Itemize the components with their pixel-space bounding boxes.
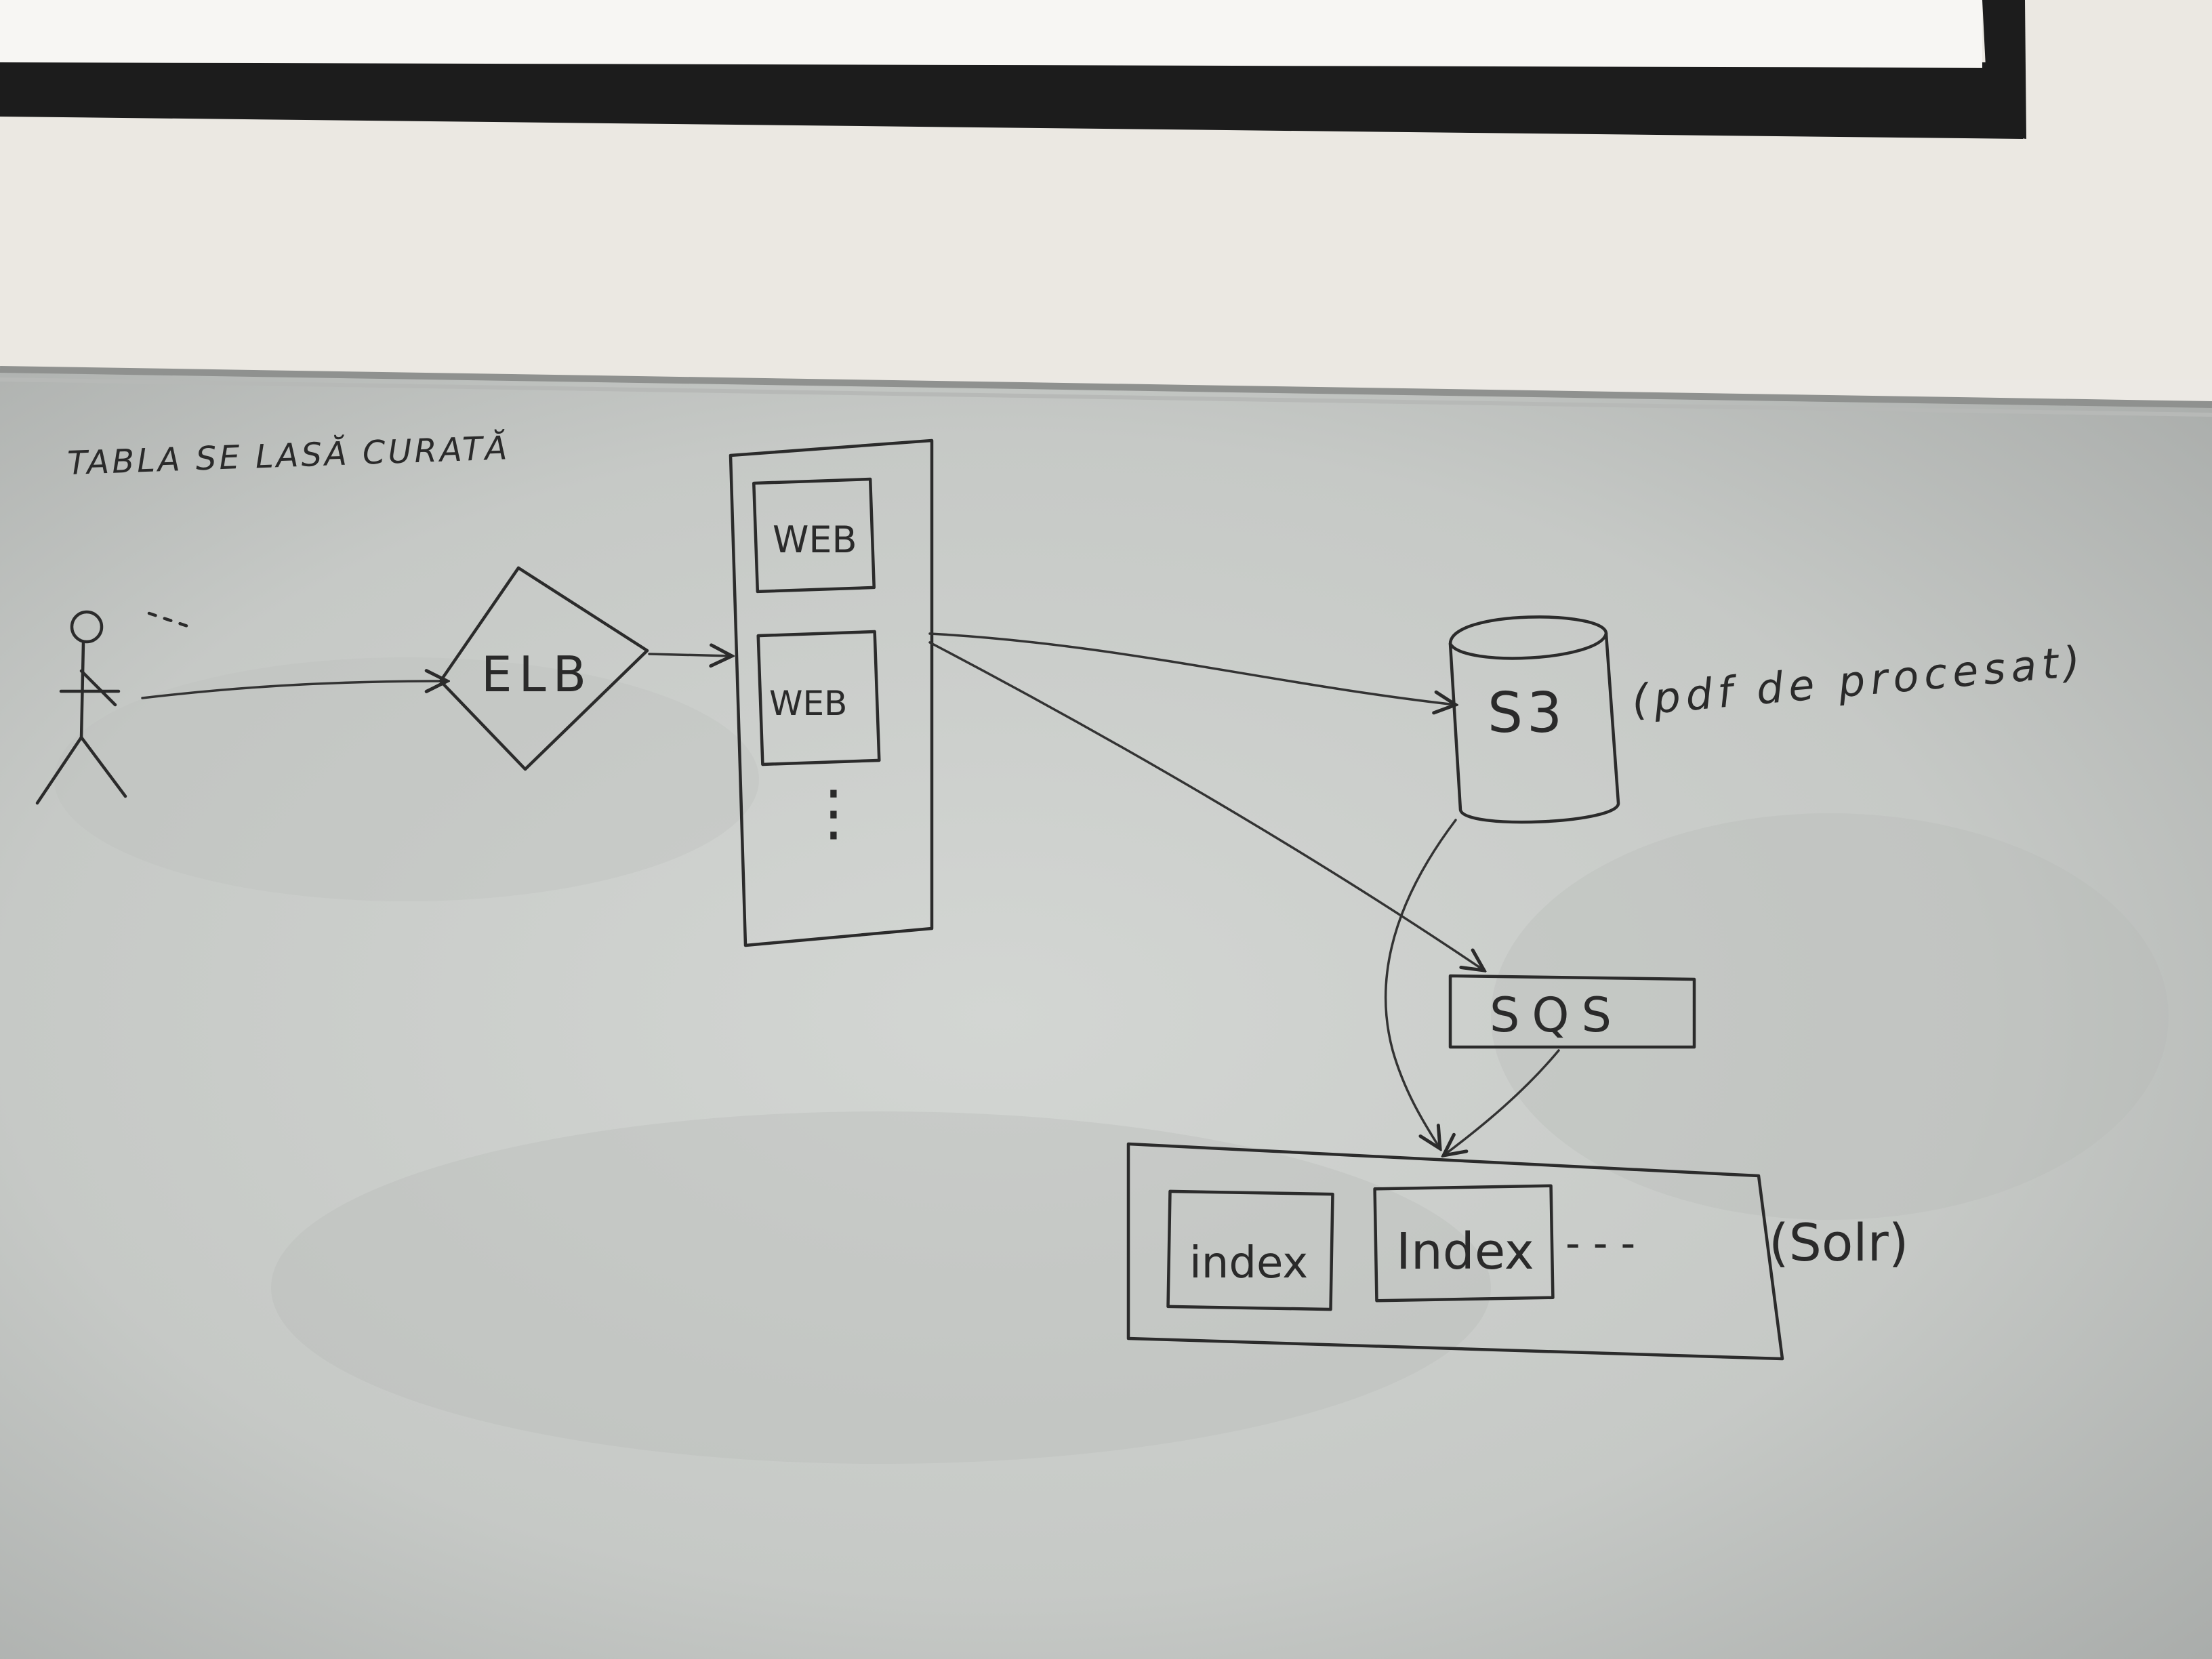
web-label-2: WEB — [769, 684, 847, 723]
web-more-label: ⋮ — [803, 777, 864, 848]
index-box-1 — [1166, 1189, 1334, 1311]
arrow-elb-to-web — [648, 654, 732, 656]
sqs-label: SQS — [1490, 987, 1624, 1043]
elb-label: ELB — [481, 646, 593, 703]
arrow-s3-to-solr — [1384, 819, 1457, 1149]
arrow-sqs-to-solr — [1443, 1049, 1560, 1155]
arrow-web-to-sqs — [928, 641, 1484, 970]
index-more-label: - - - — [1565, 1220, 1635, 1267]
sqs-node: SQS — [1448, 974, 1696, 1049]
s3-node: S3 — [1448, 615, 1620, 824]
picture-frame — [0, 0, 2026, 139]
elb-node: ELB — [438, 566, 649, 771]
whiteboard — [0, 366, 2212, 1659]
web-box-1 — [752, 477, 876, 594]
web-label-1: WEB — [773, 518, 857, 561]
index-box-2 — [1373, 1184, 1555, 1303]
index-label-2: Index — [1396, 1223, 1534, 1281]
user-stick-figure-icon — [35, 610, 192, 805]
solr-index-group: index Index - - - — [1126, 1142, 1784, 1361]
web-box-2 — [756, 630, 881, 766]
solr-note: (Solr) — [1769, 1212, 1908, 1273]
s3-label: S3 — [1488, 681, 1566, 745]
index-label-1: index — [1189, 1238, 1308, 1288]
web-server-group: WEB WEB ⋮ — [729, 438, 934, 947]
arrow-web-to-s3 — [928, 632, 1456, 705]
arrow-user-to-elb — [141, 681, 447, 699]
